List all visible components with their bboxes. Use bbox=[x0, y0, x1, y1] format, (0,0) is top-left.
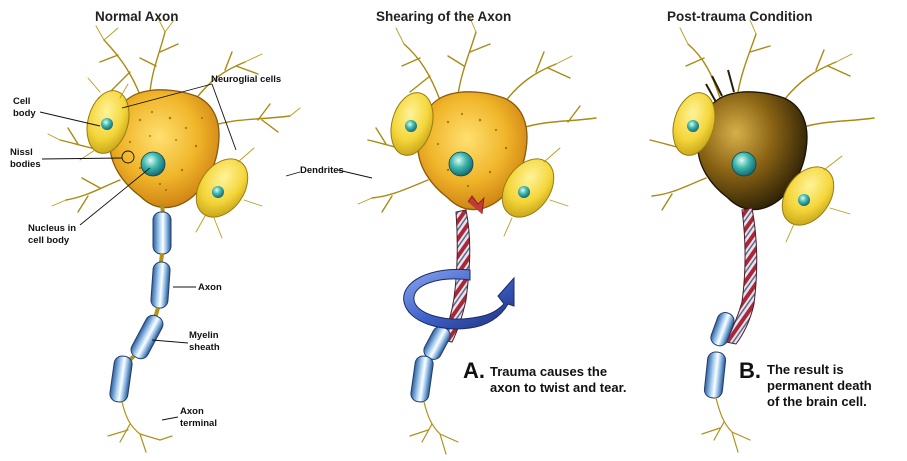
title-post: Post-trauma Condition bbox=[667, 9, 813, 24]
caption-b-line2: permanent death bbox=[767, 378, 872, 393]
panel-post-trauma: Post-trauma Condition B. The result is p… bbox=[650, 9, 874, 452]
label-nucleus-1: Nucleus in bbox=[28, 223, 76, 234]
caption-a-line1: Trauma causes the bbox=[490, 364, 607, 379]
caption-b-letter: B. bbox=[739, 358, 761, 383]
glial-nucleus-left-post bbox=[687, 120, 699, 132]
label-myelin-1: Myelin bbox=[189, 330, 219, 341]
label-terminal-2: terminal bbox=[180, 418, 217, 429]
nucleus-post bbox=[732, 152, 756, 176]
label-nissl-2: bodies bbox=[10, 159, 41, 170]
axon-terminal-normal bbox=[108, 402, 172, 452]
caption-a-letter: A. bbox=[463, 358, 485, 383]
label-myelin-2: sheath bbox=[189, 342, 220, 353]
caption-b-line3: of the brain cell. bbox=[767, 394, 867, 409]
glial-nucleus-left-shearing bbox=[405, 120, 417, 132]
nucleus-shearing bbox=[449, 152, 473, 176]
title-normal: Normal Axon bbox=[95, 9, 179, 24]
label-dendrites: Dendrites bbox=[300, 165, 344, 176]
glial-nucleus-right-post bbox=[798, 194, 810, 206]
title-shearing: Shearing of the Axon bbox=[376, 9, 511, 24]
myelin-segment-post-2 bbox=[704, 351, 727, 399]
label-neuroglial: Neuroglial cells bbox=[211, 74, 281, 85]
glial-nucleus-left bbox=[101, 118, 113, 130]
caption-b-line1: The result is bbox=[767, 362, 844, 377]
panel-shearing: Shearing of the Axon A. Trauma causes th… bbox=[358, 9, 627, 454]
glial-nucleus-right-shearing bbox=[518, 186, 530, 198]
axon-terminal-shearing bbox=[410, 402, 458, 454]
myelin-segment-2 bbox=[150, 261, 170, 308]
label-nucleus-2: cell body bbox=[28, 235, 70, 246]
label-axon: Axon bbox=[198, 282, 222, 293]
myelin-segment-1 bbox=[153, 212, 171, 254]
glial-nucleus-right bbox=[212, 186, 224, 198]
panel-normal: Normal Axon Cell body Neuroglial cells N… bbox=[10, 9, 372, 452]
axon-terminal-post bbox=[702, 398, 750, 452]
label-cell-body-2: body bbox=[13, 108, 36, 119]
myelin-segment-3 bbox=[128, 312, 165, 361]
caption-a-line2: axon to twist and tear. bbox=[490, 380, 627, 395]
myelin-segment-4 bbox=[109, 355, 133, 403]
myelin-segment-shearing-2 bbox=[410, 355, 434, 403]
label-terminal-1: Axon bbox=[180, 406, 204, 417]
label-nissl-1: Nissl bbox=[10, 147, 33, 158]
label-cell-body-1: Cell bbox=[13, 96, 30, 107]
